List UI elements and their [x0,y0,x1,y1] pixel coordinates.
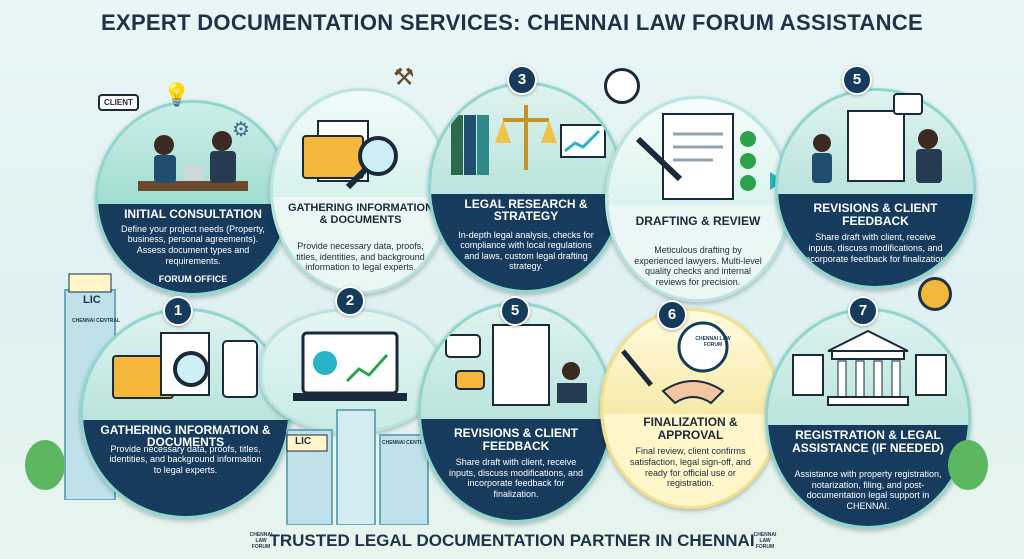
step-finalization-approval: FINALIZATION & APPROVAL Final review, cl… [600,308,781,509]
folder-magnifier-tablet-illustration [112,332,258,399]
chat-bubble-icon [893,93,923,115]
step-number-badge: 5 [842,65,872,95]
step-title: REGISTRATION & LEGAL ASSISTANCE (If need… [792,427,944,455]
feedback-chat-illustration [445,324,587,406]
lic-sign-top: LIC [83,294,101,306]
step-description: In-depth legal analysis, checks for comp… [458,229,594,272]
step-description: Share draft with client, receive inputs,… [803,232,948,264]
step-description: Define your project needs (Property, bus… [121,223,265,266]
step-number-badge: 3 [507,65,537,95]
seal-badge-icon [918,277,952,311]
footer-tagline: TRUSTED LEGAL DOCUMENTATION PARTNER IN C… [269,531,755,550]
lic-building-center [286,409,429,525]
folder-magnifier-illustration [302,120,398,190]
tree-icon [25,440,65,490]
step-title: DRAFTING & REVIEW [635,214,761,228]
clock-icon [604,68,640,104]
page-title: EXPERT DOCUMENTATION SERVICES: CHENNAI L… [101,10,923,35]
courthouse-illustration [792,329,947,406]
client-speech-bubble: CLIENT [98,94,139,111]
consultation-illustration [138,131,248,191]
law-forum-logo-right: CHENNAI LAW FORUM [753,532,777,550]
chennai-central-sign-bottom: CHENNAI CENTRAL [382,440,431,446]
step-title: GATHERING INFORMATION & DOCUMENTS [100,422,271,450]
law-forum-logo-left: CHENNAI LAW FORUM [249,532,273,550]
step-title: REVISIONS & CLIENT FEEDBACK [813,201,938,228]
step-initial-consultation: INITIAL CONSULTATION Define your project… [95,100,291,296]
step-description: Provide necessary data, proofs, titles, … [296,241,425,273]
step-description: Final review, client confirms satisfacti… [630,446,751,489]
step-description: Provide necessary data, proofs, titles, … [109,443,262,475]
gear-icon: ⚙ [232,119,250,141]
step-registration-assistance: REGISTRATION & LEGAL ASSISTANCE (If need… [765,308,971,529]
step-title: REVISIONS & CLIENT FEEDBACK [453,425,578,453]
law-books-scales-illustration [451,105,606,175]
step-number-badge: 1 [163,296,193,326]
tree-icon [948,440,988,490]
step-title: LEGAL RESEARCH & STRATEGY [464,196,588,224]
step-revisions-top: REVISIONS & CLIENT FEEDBACK Share draft … [775,88,976,289]
lightbulb-icon: 💡 [163,82,191,107]
step-number-badge: 6 [657,300,687,330]
step-description: Assistance with property registration, n… [794,468,942,511]
step-revisions-bottom: REVISIONS & CLIENT FEEDBACK Share draft … [418,302,614,523]
client-feedback-illustration [812,110,942,183]
step-legal-research: LEGAL RESEARCH & STRATEGY In-depth legal… [428,82,624,293]
laptop-dashboard-illustration [293,331,407,401]
gavel-icon: ⚒ [393,64,415,91]
step-number-badge: 5 [500,296,530,326]
lic-sign-bottom: LIC [295,436,312,447]
step-description: Meticulous drafting by experienced lawye… [634,245,762,287]
step-gathering-information-top: GATHERING INFORMATION & DOCUMENTS Provid… [270,88,451,294]
step-description: Share draft with client, receive inputs,… [448,456,584,499]
step-title: GATHERING INFORMATION & DOCUMENTS [287,202,434,226]
handshake-seal-illustration [621,321,729,405]
document-pen-illustration [635,113,756,200]
step-title: INITIAL CONSULTATION [124,206,262,221]
step-drafting-review: DRAFTING & REVIEW Meticulous drafting by… [605,96,791,302]
step-title: FINALIZATION & APPROVAL [643,415,738,442]
law-forum-seal-text: CHENNAI LAW FORUM [695,336,731,348]
forum-office-label: FORUM OFFICE [158,273,228,284]
step-number-badge: 7 [848,296,878,326]
step-gathering-information-bottom: GATHERING INFORMATION & DOCUMENTS Provid… [80,308,291,519]
step-number-badge: 2 [335,286,365,316]
